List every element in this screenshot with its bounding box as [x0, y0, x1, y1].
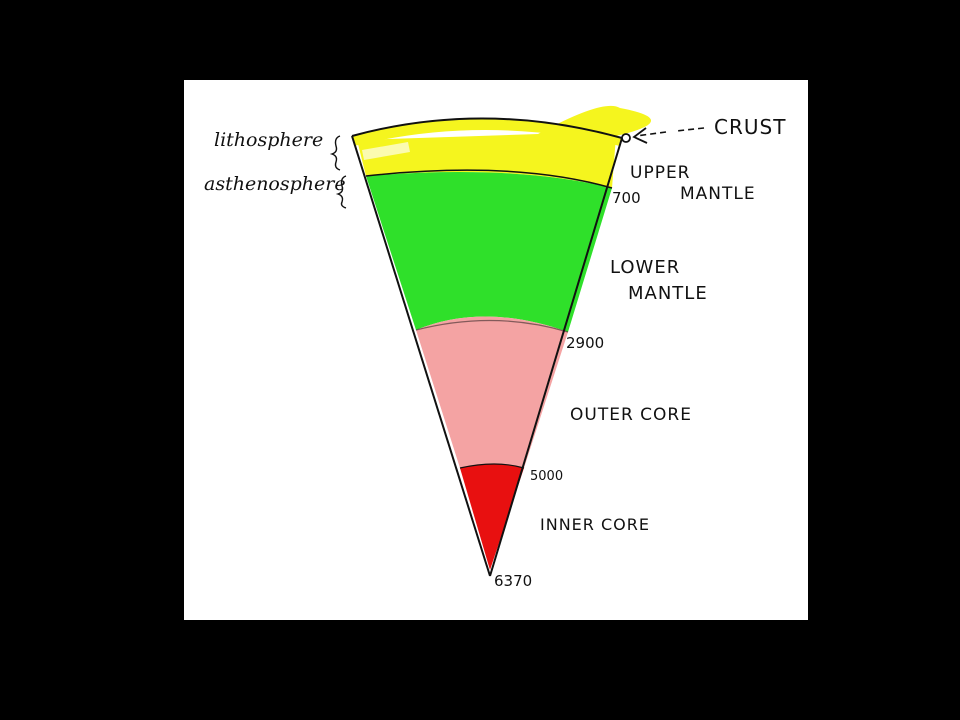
crust-marker [621, 133, 631, 143]
diagram-panel: CRUST UPPER MANTLE 700 LOWER MANTLE 2900… [184, 80, 808, 620]
outer-core-label: OUTER CORE [570, 405, 692, 425]
crust-arrow [635, 127, 705, 137]
upper-mantle-highlight [362, 142, 410, 160]
inner-core-label: INNER CORE [540, 515, 650, 534]
left-edge [351, 135, 491, 577]
lower-mantle-layer [366, 172, 612, 332]
lower-mantle-label-line2: MANTLE [628, 283, 708, 304]
depth-700-label: 700 [612, 189, 641, 207]
upper-mantle-label-line1: UPPER [630, 163, 691, 183]
depth-6370-label: 6370 [494, 572, 532, 590]
asthenosphere-brace [335, 175, 347, 209]
asthenosphere-label: asthenosphere [204, 173, 346, 195]
crust-label: CRUST [714, 115, 786, 139]
lithosphere-label: lithosphere [214, 129, 323, 151]
earth-layers-diagram: CRUST UPPER MANTLE 700 LOWER MANTLE 2900… [204, 105, 786, 590]
inner-core-layer [460, 464, 524, 570]
upper-mantle-layer [357, 105, 652, 188]
crust-layer [352, 118, 622, 146]
outer-inner-boundary [459, 463, 525, 469]
depth-5000-label: 5000 [530, 469, 563, 484]
outer-core-layer [416, 316, 568, 468]
lower-mantle-label-line1: LOWER [610, 257, 680, 278]
upper-mantle-label-line2: MANTLE [680, 184, 756, 204]
crust-arrowhead [632, 127, 648, 144]
depth-2900-label: 2900 [566, 334, 604, 352]
mantle-core-boundary [415, 319, 569, 333]
right-edge [489, 137, 623, 577]
surface-arc [351, 117, 623, 139]
upper-lower-boundary [365, 169, 613, 189]
lithosphere-brace [329, 135, 341, 171]
